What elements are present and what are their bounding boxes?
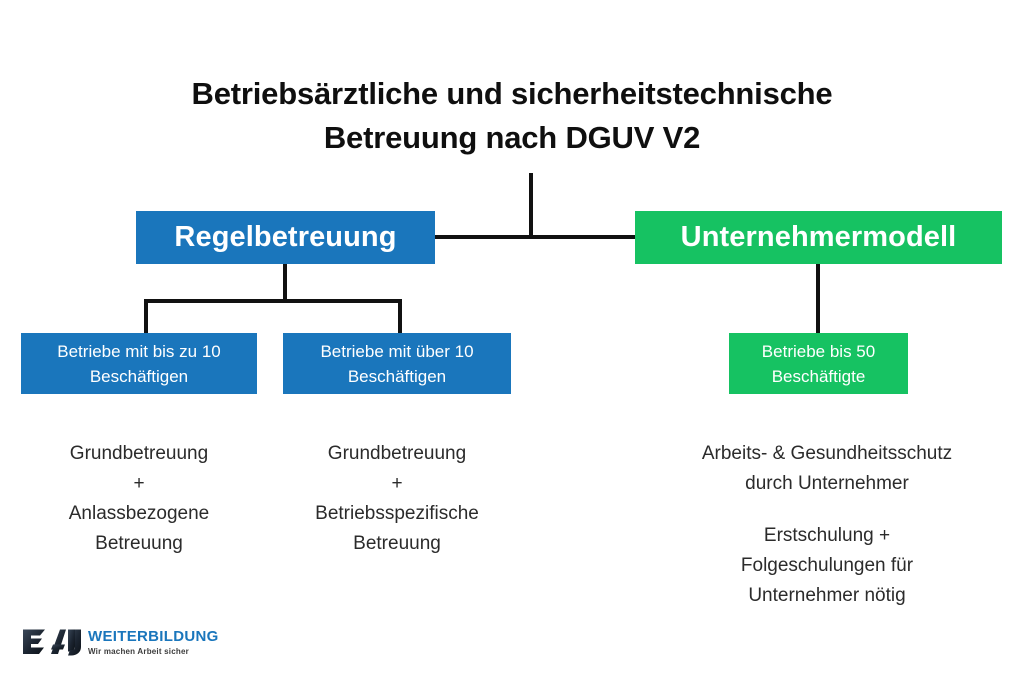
bau-monogram-icon <box>23 629 81 656</box>
title-line-2: Betreuung nach DGUV V2 <box>323 120 701 155</box>
connector-regelbetreuung-stem <box>283 264 287 303</box>
connector-top-horizontal <box>433 235 639 239</box>
connector-bis-zu-10-drop <box>144 299 148 334</box>
logo-tagline: Wir machen Arbeit sicher <box>88 647 189 656</box>
logo-title: WEITERBILDUNG <box>88 628 219 645</box>
connector-ueber-10-drop <box>398 299 402 334</box>
description-bis-zu-10-line-2: + <box>133 473 145 494</box>
description-bis-50-block2-line-1: Erstschulung + <box>763 525 891 546</box>
description-bis-zu-10-line-4: Betreuung <box>95 533 183 554</box>
brand-logo[interactable]: WEITERBILDUNG Wir machen Arbeit sicher <box>22 620 218 666</box>
connector-unternehmermodell-drop <box>816 264 820 334</box>
node-ueber-10-label: Betriebe mit über 10 Beschäftigen <box>320 339 473 389</box>
node-bis-zu-10-label-line-1: Betriebe mit bis zu 10 <box>57 341 221 361</box>
node-bis-zu-10[interactable]: Betriebe mit bis zu 10 Beschäftigen <box>21 333 257 394</box>
node-regelbetreuung-label: Regelbetreuung <box>174 221 397 253</box>
description-bis-50-block2-line-2: Folgeschulungen für <box>740 555 914 576</box>
node-ueber-10-label-line-1: Betriebe mit über 10 <box>320 341 474 361</box>
description-bis-zu-10-line-3: Anlassbezogene <box>68 503 210 524</box>
logo-text-block: WEITERBILDUNG Wir machen Arbeit sicher <box>88 629 219 657</box>
description-ueber-10-line-4: Betreuung <box>353 533 441 554</box>
node-bis-50-label-line-1: Betriebe bis 50 <box>761 341 876 361</box>
node-bis-50-label: Betriebe bis 50 Beschäftigte <box>762 339 875 389</box>
node-unternehmermodell-label: Unternehmermodell <box>680 221 957 253</box>
description-bis-50-block1-line-2: durch Unternehmer <box>745 473 909 494</box>
description-bis-50-block1-line-1: Arbeits- & Gesundheitsschutz <box>701 443 953 464</box>
node-bis-50[interactable]: Betriebe bis 50 Beschäftigte <box>729 333 908 394</box>
connector-regelbetreuung-horizontal <box>144 299 402 303</box>
title-line-1: Betriebsärztliche und sicherheitstechnis… <box>191 76 833 111</box>
description-ueber-10-line-1: Grundbetreuung <box>327 443 467 464</box>
description-bis-zu-10: Grundbetreuung + Anlassbezogene Betreuun… <box>9 439 269 559</box>
description-bis-zu-10-line-1: Grundbetreuung <box>69 443 209 464</box>
node-ueber-10[interactable]: Betriebe mit über 10 Beschäftigen <box>283 333 511 394</box>
node-ueber-10-label-line-2: Beschäftigen <box>347 366 447 386</box>
node-regelbetreuung[interactable]: Regelbetreuung <box>136 211 435 264</box>
node-unternehmermodell[interactable]: Unternehmermodell <box>635 211 1002 264</box>
description-ueber-10-line-2: + <box>391 473 403 494</box>
description-bis-50: Arbeits- & Gesundheitsschutz durch Unter… <box>657 439 997 611</box>
description-ueber-10-line-3: Betriebsspezifische <box>315 503 479 524</box>
page-title: Betriebsärztliche und sicherheitstechnis… <box>130 72 894 160</box>
description-bis-50-block2-line-3: Unternehmer nötig <box>748 585 906 606</box>
node-bis-50-label-line-2: Beschäftigte <box>771 366 866 386</box>
connector-root-stem <box>529 173 533 239</box>
node-bis-zu-10-label-line-2: Beschäftigen <box>89 366 189 386</box>
description-bis-50-spacer <box>657 499 997 521</box>
description-ueber-10: Grundbetreuung + Betriebsspezifische Bet… <box>267 439 527 559</box>
node-bis-zu-10-label: Betriebe mit bis zu 10 Beschäftigen <box>57 339 220 389</box>
